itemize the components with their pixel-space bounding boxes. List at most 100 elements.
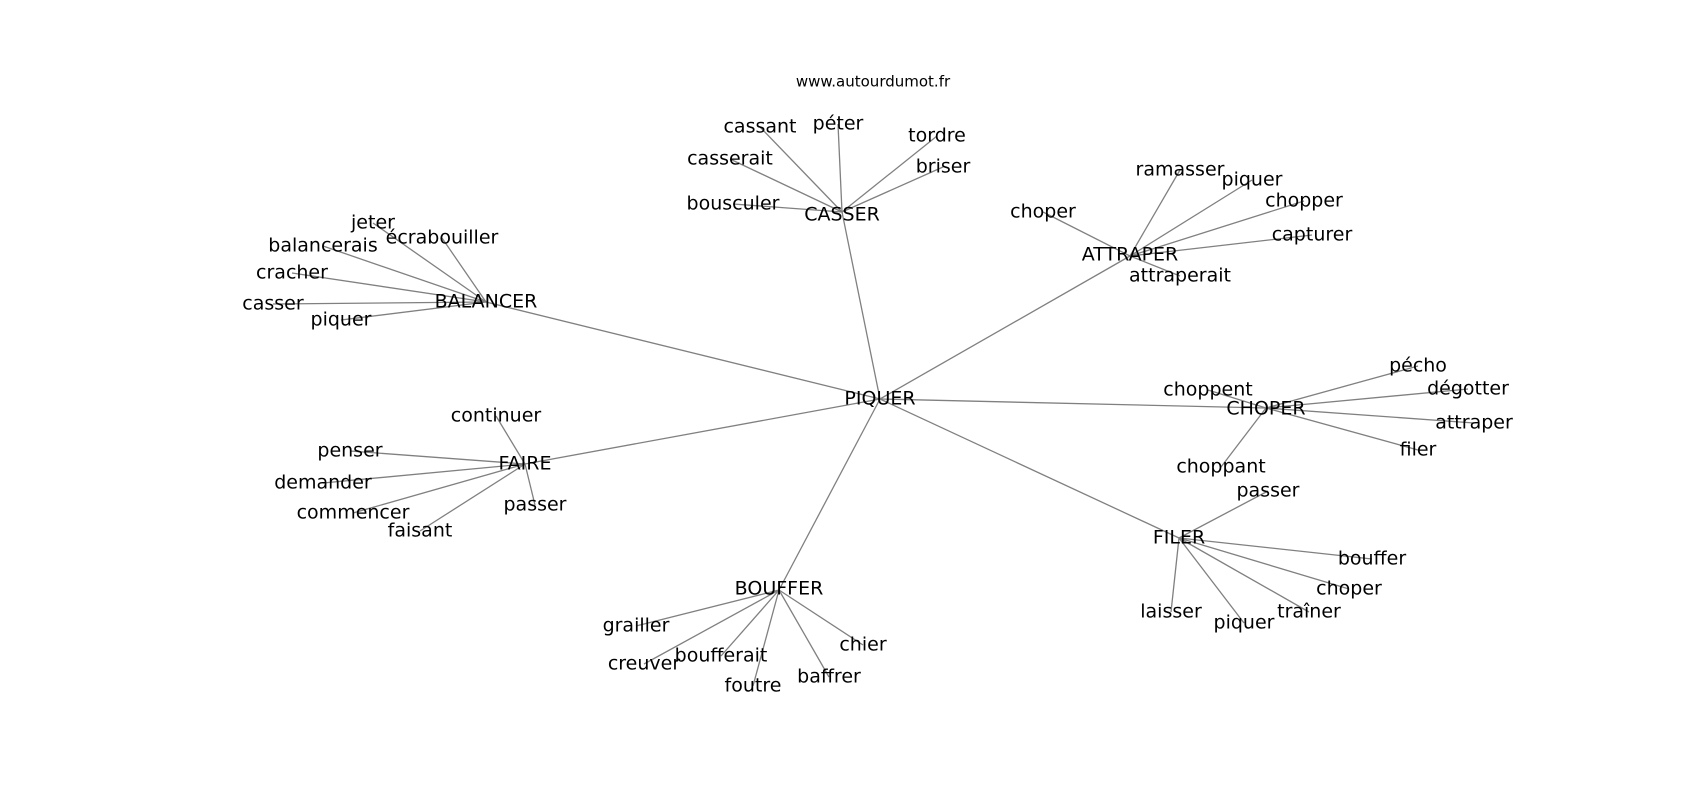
group-node-filer[interactable]: FILER bbox=[1153, 527, 1205, 549]
edge-attraper-choper bbox=[1042, 211, 1131, 257]
edge-faire-demander bbox=[322, 463, 526, 484]
edge-casser-tordre bbox=[841, 135, 938, 213]
group-node-choper[interactable]: CHOPER bbox=[1226, 398, 1305, 420]
edge-bouffer-baffrer bbox=[778, 589, 830, 678]
group-node-bouffer[interactable]: BOUFFER bbox=[735, 578, 824, 600]
edge-faire-continuer bbox=[495, 415, 526, 465]
edge-choper-degotter bbox=[1265, 388, 1469, 409]
word-node-attraper-choper[interactable]: choper bbox=[1010, 201, 1076, 223]
edge-choper-choppent bbox=[1207, 389, 1267, 409]
graph-labels: www.autourdumot.fr PIQUER CASSER cassant pé… bbox=[242, 73, 1513, 697]
word-node-balancer-cracher[interactable]: cracher bbox=[256, 262, 328, 284]
word-node-attraper-capturer[interactable]: capturer bbox=[1272, 224, 1353, 246]
edge-filer-bouffer bbox=[1178, 537, 1373, 560]
edge-attraper-capturer bbox=[1129, 234, 1313, 257]
word-node-faire-passer[interactable]: passer bbox=[503, 494, 566, 516]
word-node-casser-briser[interactable]: briser bbox=[916, 156, 971, 178]
word-node-casser-casserait[interactable]: casserait bbox=[687, 148, 773, 170]
edge-center-casser bbox=[841, 211, 881, 400]
word-node-choper-choppent[interactable]: choppent bbox=[1163, 379, 1252, 401]
edge-center-attraper bbox=[879, 255, 1131, 400]
edge-filer-trainer bbox=[1178, 537, 1310, 613]
edge-bouffer-foutre bbox=[752, 589, 780, 687]
word-node-bouffer-grailler[interactable]: grailler bbox=[603, 615, 670, 637]
word-node-choper-attraper[interactable]: attraper bbox=[1435, 412, 1513, 434]
edge-choper-pecho bbox=[1265, 365, 1419, 409]
edge-attraper-attraperait bbox=[1129, 255, 1181, 277]
graph-edges bbox=[272, 123, 1475, 687]
edge-casser-peter bbox=[837, 123, 843, 213]
edge-filer-piquer bbox=[1178, 537, 1245, 624]
group-node-casser[interactable]: CASSER bbox=[804, 204, 880, 226]
edge-filer-passer bbox=[1178, 490, 1269, 539]
word-node-choper-filer[interactable]: filer bbox=[1400, 439, 1437, 461]
word-node-attraper-attraperait[interactable]: attraperait bbox=[1129, 265, 1231, 287]
word-node-filer-passer[interactable]: passer bbox=[1236, 480, 1299, 502]
group-node-balancer[interactable]: BALANCER bbox=[435, 291, 538, 313]
edge-casser-casserait bbox=[729, 158, 843, 213]
word-node-choper-choppant[interactable]: choppant bbox=[1176, 456, 1265, 478]
word-node-faire-faisant[interactable]: faisant bbox=[388, 520, 453, 542]
word-node-casser-cassant[interactable]: cassant bbox=[723, 116, 796, 138]
edge-choper-attraper bbox=[1265, 407, 1475, 424]
edge-choper-choppant bbox=[1220, 407, 1267, 468]
word-node-faire-commencer[interactable]: commencer bbox=[297, 502, 410, 524]
word-node-casser-tordre[interactable]: tordre bbox=[908, 125, 966, 147]
edge-balancer-cracher bbox=[291, 272, 487, 303]
group-node-faire[interactable]: FAIRE bbox=[499, 453, 552, 475]
word-node-faire-penser[interactable]: penser bbox=[317, 440, 382, 462]
word-node-attraper-chopper[interactable]: chopper bbox=[1265, 190, 1343, 212]
word-node-choper-pecho[interactable]: pécho bbox=[1389, 355, 1447, 377]
edge-filer-choper bbox=[1178, 537, 1350, 590]
word-node-filer-laisser[interactable]: laisser bbox=[1140, 601, 1202, 623]
word-node-bouffer-creuver[interactable]: creuver bbox=[608, 653, 681, 675]
word-node-bouffer-baffrer[interactable]: baffrer bbox=[797, 666, 861, 688]
edge-center-filer bbox=[879, 398, 1180, 539]
edge-bouffer-grailler bbox=[635, 589, 780, 627]
edge-balancer-balancerais bbox=[322, 245, 487, 303]
word-node-balancer-casser[interactable]: casser bbox=[242, 293, 304, 315]
word-node-casser-peter[interactable]: péter bbox=[813, 113, 864, 135]
edge-filer-laisser bbox=[1170, 537, 1180, 613]
word-node-faire-demander[interactable]: demander bbox=[274, 472, 372, 494]
edge-balancer-jeter bbox=[372, 222, 487, 303]
word-node-filer-choper[interactable]: choper bbox=[1316, 578, 1382, 600]
edge-faire-faisant bbox=[419, 463, 526, 532]
word-node-filer-piquer[interactable]: piquer bbox=[1214, 612, 1275, 634]
word-node-bouffer-chier[interactable]: chier bbox=[839, 634, 886, 656]
word-node-casser-bousculer[interactable]: bousculer bbox=[687, 193, 780, 215]
word-node-balancer-jeter[interactable]: jeter bbox=[350, 212, 395, 234]
edge-casser-bousculer bbox=[732, 203, 843, 213]
word-node-bouffer-foutre[interactable]: foutre bbox=[725, 675, 782, 697]
edge-center-balancer bbox=[485, 301, 881, 400]
word-node-balancer-ecrabouiller[interactable]: écrabouiller bbox=[386, 227, 499, 249]
word-node-faire-continuer[interactable]: continuer bbox=[451, 405, 542, 427]
edge-bouffer-chier bbox=[778, 589, 864, 646]
source-label: www.autourdumot.fr bbox=[796, 73, 951, 91]
edge-center-bouffer bbox=[778, 398, 881, 591]
word-node-filer-trainer[interactable]: traîner bbox=[1277, 601, 1341, 623]
word-node-filer-bouffer[interactable]: bouffer bbox=[1338, 548, 1407, 570]
edge-attraper-ramasser bbox=[1129, 169, 1181, 257]
edge-center-faire bbox=[524, 398, 881, 465]
word-node-bouffer-boufferait[interactable]: boufferait bbox=[675, 645, 768, 667]
group-node-attraper[interactable]: ATTRAPER bbox=[1082, 244, 1179, 266]
edge-attraper-chopper bbox=[1129, 200, 1305, 257]
edge-center-choper bbox=[879, 398, 1267, 409]
word-node-attraper-piquer[interactable]: piquer bbox=[1222, 169, 1283, 191]
edge-balancer-ecrabouiller bbox=[441, 237, 487, 303]
center-node[interactable]: PIQUER bbox=[844, 388, 915, 410]
word-node-balancer-balancerais[interactable]: balancerais bbox=[268, 235, 377, 257]
edge-faire-passer bbox=[524, 463, 536, 506]
edge-bouffer-creuver bbox=[643, 589, 780, 665]
edge-faire-commencer bbox=[352, 463, 526, 514]
edge-balancer-casser bbox=[272, 301, 487, 305]
edge-casser-briser bbox=[841, 166, 944, 213]
word-node-choper-degotter[interactable]: dégotter bbox=[1427, 378, 1509, 400]
word-node-balancer-piquer[interactable]: piquer bbox=[311, 309, 372, 331]
edge-bouffer-boufferait bbox=[720, 589, 780, 657]
edge-balancer-piquer bbox=[340, 301, 487, 321]
word-node-attraper-ramasser[interactable]: ramasser bbox=[1136, 159, 1225, 181]
edge-choper-filer bbox=[1265, 407, 1419, 451]
